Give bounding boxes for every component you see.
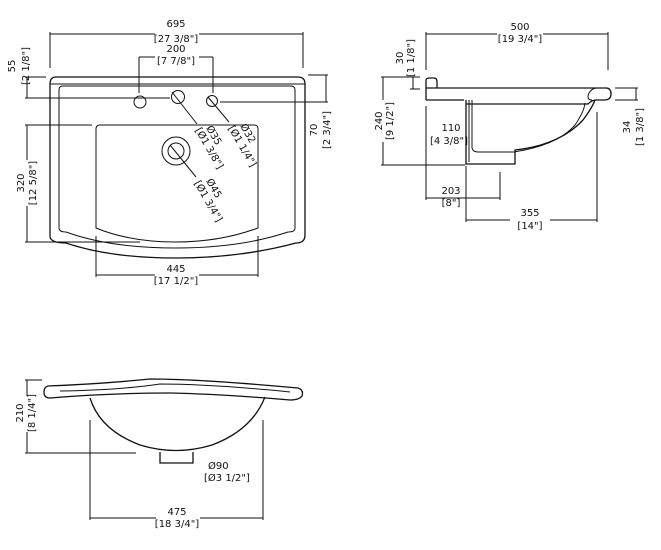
dim-210-in: [8 1/4"] (27, 394, 38, 432)
tap-hole-center (171, 90, 185, 104)
bowl-profile (465, 99, 596, 165)
dim-200-in: [7 7/8"] (157, 56, 195, 67)
dim-320-in: [12 5/8"] (28, 161, 39, 205)
dim-355-in: [14"] (517, 221, 542, 232)
dim-34: 34 (622, 121, 633, 134)
dim-90-in: [Ø3 1/2"] (204, 472, 250, 484)
dim-34-in: [1 3/8"] (635, 108, 646, 146)
dim-320: 320 (16, 173, 27, 192)
basin-outline (95, 124, 259, 243)
dim-70-in: [2 3/4"] (322, 111, 333, 149)
drain-outer (161, 136, 191, 166)
dim-695-in: [27 3/8"] (154, 34, 198, 45)
dim-500-in: [19 3/4"] (498, 34, 542, 45)
dim-55: 55 (7, 60, 18, 73)
tap-hole-left (133, 95, 147, 109)
dim-200: 200 (166, 44, 185, 55)
deck-inner-outline (58, 85, 296, 249)
dim-445-in: [17 1/2"] (154, 276, 198, 287)
side-view: 500 [19 3/4"] 30 [1 1/8"] 240 [9 1/2"] 3… (374, 22, 646, 232)
dim-475: 475 (167, 507, 186, 518)
bowl-profile-front (89, 396, 266, 452)
dim-30: 30 (395, 52, 406, 65)
backsplash (425, 77, 438, 100)
dim-203: 203 (441, 186, 460, 197)
top-view: 695 [27 3/8"] 200 [7 7/8"] 55 [2 1/8"] 7… (7, 19, 333, 287)
dim-500: 500 (510, 22, 529, 33)
deck-profile (426, 87, 612, 105)
dim-210: 210 (15, 403, 26, 422)
front-view: 210 [8 1/4"] Ø90 [Ø3 1/2"] 475 [18 3/4"] (15, 378, 304, 530)
drain-inner (167, 142, 185, 160)
sink-outline (49, 76, 306, 259)
dim-110: 110 (441, 123, 460, 134)
dim-30-in: [1 1/8"] (406, 39, 417, 77)
dim-475-in: [18 3/4"] (155, 519, 199, 530)
dim-55-in: [2 1/8"] (21, 47, 32, 85)
dim-445: 445 (166, 264, 185, 275)
rim-profile (43, 378, 304, 401)
dim-90: Ø90 (208, 460, 229, 472)
dim-240-in: [9 1/2"] (385, 102, 396, 140)
dim-70: 70 (309, 124, 320, 137)
dim-203-in: [8"] (442, 198, 461, 209)
tap-hole-right (206, 95, 218, 107)
drain-body (159, 452, 194, 464)
dim-695: 695 (166, 19, 185, 30)
dim-110-in: [4 3/8"] (430, 136, 468, 147)
dim-240: 240 (374, 111, 385, 130)
dim-355: 355 (520, 208, 539, 219)
